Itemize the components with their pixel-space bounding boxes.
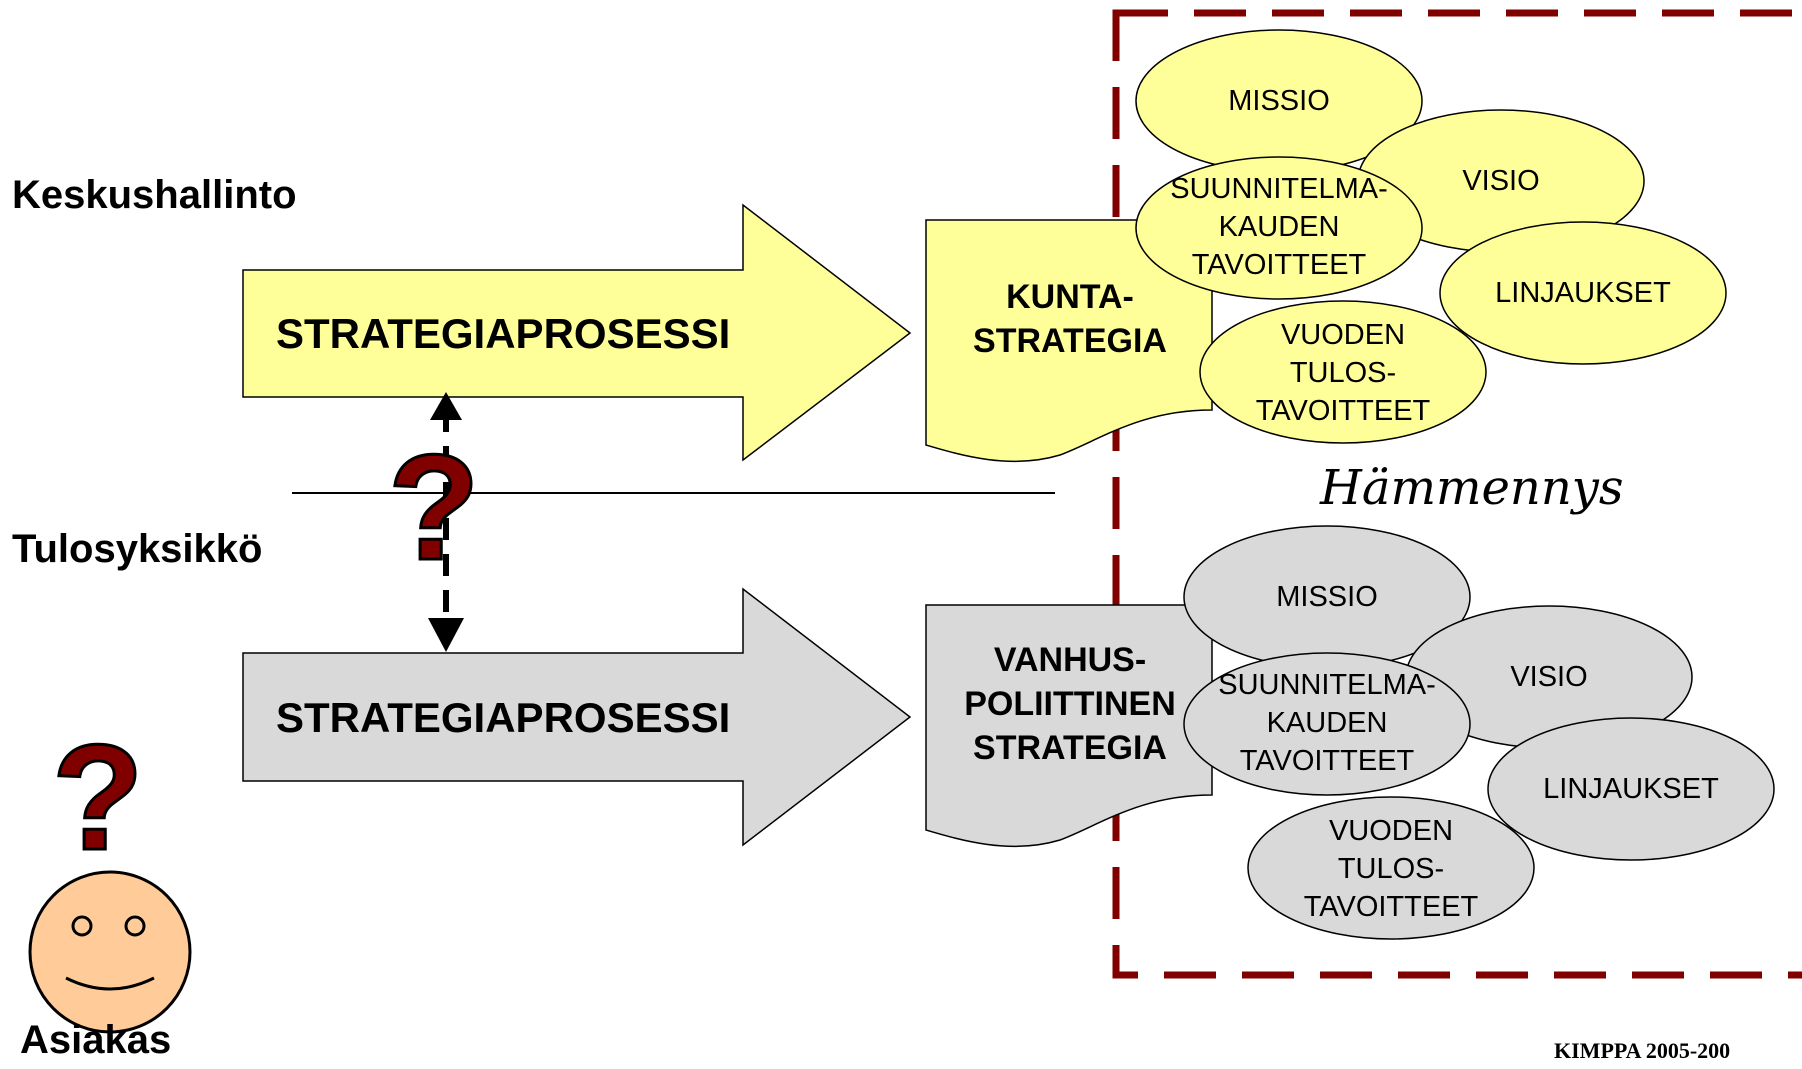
process-arrow-bottom (242, 587, 912, 847)
process-label-top: STRATEGIAPROSESSI (276, 310, 731, 357)
vuoden-top-line3: TAVOITTEET (1255, 395, 1431, 427)
customer-smile (65, 976, 155, 991)
ellipse-linjaukset-top (1439, 221, 1727, 365)
vuoden-bottom-line3: TAVOITTEET (1303, 891, 1479, 923)
suunnitelma-bottom-line2: KAUDEN (1266, 707, 1388, 739)
customer-question-mark-icon: ? (51, 713, 146, 881)
document-top (925, 219, 1213, 463)
vuoden-bottom-line2: TULOS- (1337, 853, 1445, 885)
suunnitelma-bottom-line1: SUUNNITELMA- (1218, 669, 1436, 701)
ellipse-label-missio-bottom: MISSIO (1276, 581, 1378, 613)
ellipse-label-vuoden-bottom: VUODEN TULOS- TAVOITTEET (1261, 812, 1521, 926)
suunnitelma-bottom-line3: TAVOITTEET (1239, 745, 1415, 777)
customer-face-icon (28, 870, 192, 1034)
ellipse-label-suunnitelma-bottom: SUUNNITELMA- KAUDEN TAVOITTEET (1197, 666, 1457, 780)
suunnitelma-top-line3: TAVOITTEET (1191, 249, 1367, 281)
level-label-central: Keskushallinto (12, 173, 297, 217)
customer-eye-left (71, 915, 93, 937)
ellipse-label-linjaukset-top: LINJAUKSET (1495, 277, 1671, 309)
ellipse-label-vuoden-top: VUODEN TULOS- TAVOITTEET (1213, 316, 1473, 430)
vuoden-top-line1: VUODEN (1280, 319, 1406, 351)
process-label-bottom: STRATEGIAPROSESSI (276, 694, 731, 741)
document-bottom-line2: POLIITTINEN (964, 685, 1176, 723)
ellipse-label-visio-top: VISIO (1462, 165, 1540, 197)
ellipse-linjaukset-bottom (1487, 717, 1775, 861)
ellipse-suunnitelma-bottom (1183, 652, 1471, 796)
document-label-bottom: VANHUS- POLIITTINEN STRATEGIA (945, 638, 1195, 770)
level-label-unit: Tulosyksikkö (12, 527, 263, 571)
ellipse-suunnitelma-top (1135, 156, 1423, 300)
confusion-label: Hämmennys (1320, 460, 1624, 516)
vuoden-bottom-line1: VUODEN (1328, 815, 1454, 847)
document-bottom-line1: VANHUS- (993, 641, 1147, 679)
footer-text: KIMPPA 2005-200 (1554, 1038, 1731, 1063)
suunnitelma-top-line1: SUUNNITELMA- (1170, 173, 1388, 205)
dashed-region (1112, 9, 1802, 979)
ellipse-label-suunnitelma-top: SUUNNITELMA- KAUDEN TAVOITTEET (1149, 170, 1409, 284)
ellipse-vuoden-bottom (1247, 796, 1535, 940)
ellipse-vuoden-top (1199, 300, 1487, 444)
arrowhead-down-icon (428, 618, 464, 652)
document-top-line2: STRATEGIA (973, 322, 1167, 360)
document-bottom (925, 604, 1213, 848)
suunnitelma-top-line2: KAUDEN (1218, 211, 1340, 243)
arrowhead-up-icon (430, 392, 462, 420)
ellipse-label-missio-top: MISSIO (1228, 85, 1330, 117)
customer-label: Asiakas (20, 1018, 172, 1062)
document-label-top: KUNTA- STRATEGIA (945, 275, 1195, 363)
customer-eye-right (124, 915, 146, 937)
ellipse-label-visio-bottom: VISIO (1510, 661, 1588, 693)
question-mark-icon: ? (387, 423, 482, 591)
ellipse-label-linjaukset-bottom: LINJAUKSET (1543, 773, 1719, 805)
vuoden-top-line2: TULOS- (1289, 357, 1397, 389)
document-bottom-line3: STRATEGIA (973, 729, 1167, 767)
process-arrow-top (242, 203, 912, 462)
document-top-line1: KUNTA- (1006, 278, 1134, 316)
